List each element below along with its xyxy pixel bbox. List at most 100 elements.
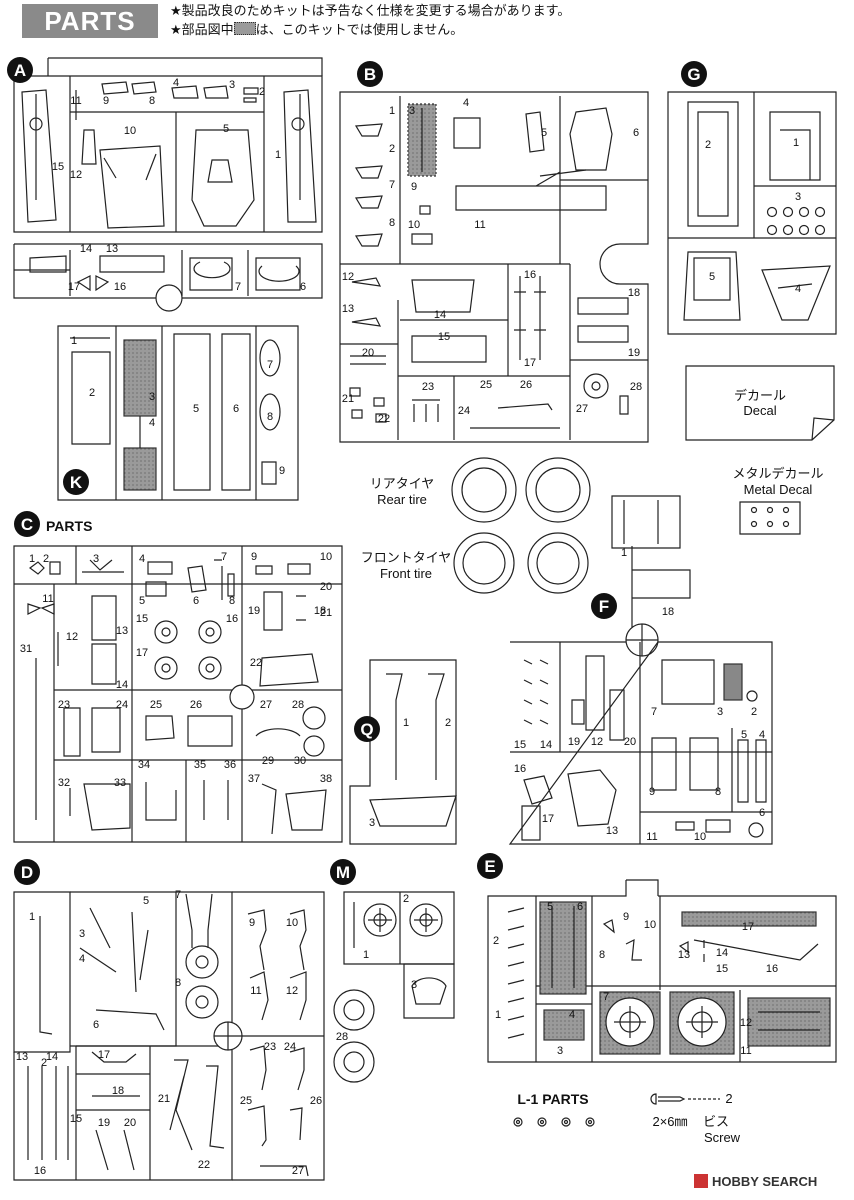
part-number-F-16: 16 xyxy=(514,763,526,775)
svg-text:A: A xyxy=(14,61,26,80)
part-number-B-21: 21 xyxy=(342,393,354,405)
part-number-A-5: 5 xyxy=(223,123,229,135)
captions: デカール Decal メタルデカール Metal Decal リアタイヤ Rea… xyxy=(361,388,824,1145)
tree-A xyxy=(13,57,323,312)
part-number-A-10: 10 xyxy=(124,125,136,137)
part-number-B-15: 15 xyxy=(438,331,450,343)
metal-decal-jp: メタルデカール xyxy=(732,466,823,481)
part-number-F-10: 10 xyxy=(694,831,706,843)
part-number-D-20: 20 xyxy=(124,1117,136,1129)
svg-text:D: D xyxy=(21,863,33,882)
part-number-K-9: 9 xyxy=(279,465,285,477)
part-number-Q-2: 2 xyxy=(445,717,451,729)
decal-sheet xyxy=(685,365,835,441)
part-number-C-36: 36 xyxy=(224,759,236,771)
part-number-C-34: 34 xyxy=(138,759,150,771)
part-number-C-37: 37 xyxy=(248,773,260,785)
part-number-F-3: 3 xyxy=(717,706,723,718)
tree-G xyxy=(667,91,837,335)
part-number-C-1: 1 xyxy=(29,553,35,565)
part-number-B-23: 23 xyxy=(422,381,434,393)
part-number-C-15: 15 xyxy=(136,613,148,625)
part-number-G-5: 5 xyxy=(709,271,715,283)
svg-text:F: F xyxy=(599,597,609,616)
tree-Q xyxy=(349,659,457,845)
part-number-G-3: 3 xyxy=(795,191,801,203)
part-number-D-12: 12 xyxy=(286,985,298,997)
part-number-F-7: 7 xyxy=(651,706,657,718)
part-number-C-23: 23 xyxy=(58,699,70,711)
part-number-D-25: 25 xyxy=(240,1095,252,1107)
part-number-C-27: 27 xyxy=(260,699,272,711)
l1-parts xyxy=(513,1117,595,1127)
part-number-E-17: 17 xyxy=(742,921,754,933)
svg-text:M: M xyxy=(336,863,350,882)
part-number-C-32: 32 xyxy=(58,777,70,789)
part-number-F-2: 2 xyxy=(751,706,757,718)
page-title: PARTS xyxy=(22,4,158,38)
tree-badges: A B G K C Q F D M E xyxy=(7,57,707,885)
part-number-C-4: 4 xyxy=(139,553,145,565)
part-number-B-17: 17 xyxy=(524,357,536,369)
part-number-B-19: 19 xyxy=(628,347,640,359)
spec-change-note: ★製品改良のためキットは予告なく仕様を変更する場合があります。 xyxy=(170,4,571,19)
part-number-D-11: 11 xyxy=(250,985,261,997)
part-number-C-5: 5 xyxy=(139,595,145,607)
part-number-C-18: 18 xyxy=(314,605,326,617)
part-number-D-4: 4 xyxy=(79,953,85,965)
part-number-B-1: 1 xyxy=(389,105,395,117)
part-number-D-3: 3 xyxy=(79,928,85,940)
metal-decal-en: Metal Decal xyxy=(744,482,813,497)
part-number-K-3: 3 xyxy=(149,391,155,403)
part-number-F-5: 5 xyxy=(741,729,747,741)
part-number-C-17: 17 xyxy=(136,647,148,659)
part-number-B-10: 10 xyxy=(408,219,420,231)
tree-C-label: PARTS xyxy=(46,518,92,534)
part-number-A-3: 3 xyxy=(229,79,235,91)
part-number-K-5: 5 xyxy=(193,403,199,415)
part-number-D-1: 1 xyxy=(29,911,35,923)
badge-B: B xyxy=(357,61,383,87)
part-number-A-15: 15 xyxy=(52,161,64,173)
badge-A: A xyxy=(7,57,33,83)
part-number-F-19: 19 xyxy=(568,736,580,748)
rear-tire-en: Rear tire xyxy=(377,492,427,507)
part-number-F-4: 4 xyxy=(759,729,765,741)
part-number-A-4: 4 xyxy=(173,77,179,89)
part-number-M-3: 3 xyxy=(411,979,417,991)
part-number-A-6: 6 xyxy=(300,281,306,293)
part-number-D-19: 19 xyxy=(98,1117,110,1129)
part-number-B-6: 6 xyxy=(633,127,639,139)
part-number-C-9: 9 xyxy=(251,551,257,563)
part-number-F-1: 1 xyxy=(621,547,627,559)
tree-K xyxy=(57,325,299,501)
part-number-D-22: 22 xyxy=(198,1159,210,1171)
part-number-C-25: 25 xyxy=(150,699,162,711)
part-number-D-15: 15 xyxy=(70,1113,82,1125)
part-number-C-29: 29 xyxy=(262,755,274,767)
part-number-C-33: 33 xyxy=(114,777,126,789)
part-number-E-12: 12 xyxy=(740,1017,752,1029)
badge-F: F xyxy=(591,593,617,619)
tree-B xyxy=(339,91,649,443)
part-number-C-2: 2 xyxy=(43,553,49,565)
unused-note-post: は、このキットでは使用しません。 xyxy=(255,23,464,38)
part-number-E-14: 14 xyxy=(716,947,728,959)
screw-size: 2×6㎜ xyxy=(652,1114,687,1129)
badge-K: K xyxy=(63,469,89,495)
part-number-K-7: 7 xyxy=(267,359,273,371)
part-number-K-1: 1 xyxy=(71,335,77,347)
rear-tires xyxy=(451,457,591,523)
part-number-F-6: 6 xyxy=(759,807,765,819)
screw-jp: ビス xyxy=(703,1114,729,1129)
watermark-logo xyxy=(694,1174,708,1188)
part-number-B-14: 14 xyxy=(434,309,446,321)
part-number-C-20: 20 xyxy=(320,581,332,593)
part-number-E-9: 9 xyxy=(623,911,629,923)
part-number-B-24: 24 xyxy=(458,405,470,417)
part-number-C-12: 12 xyxy=(66,631,78,643)
part-number-D-23: 23 xyxy=(264,1041,276,1053)
part-number-F-9: 9 xyxy=(649,786,655,798)
part-number-D-5: 5 xyxy=(143,895,149,907)
